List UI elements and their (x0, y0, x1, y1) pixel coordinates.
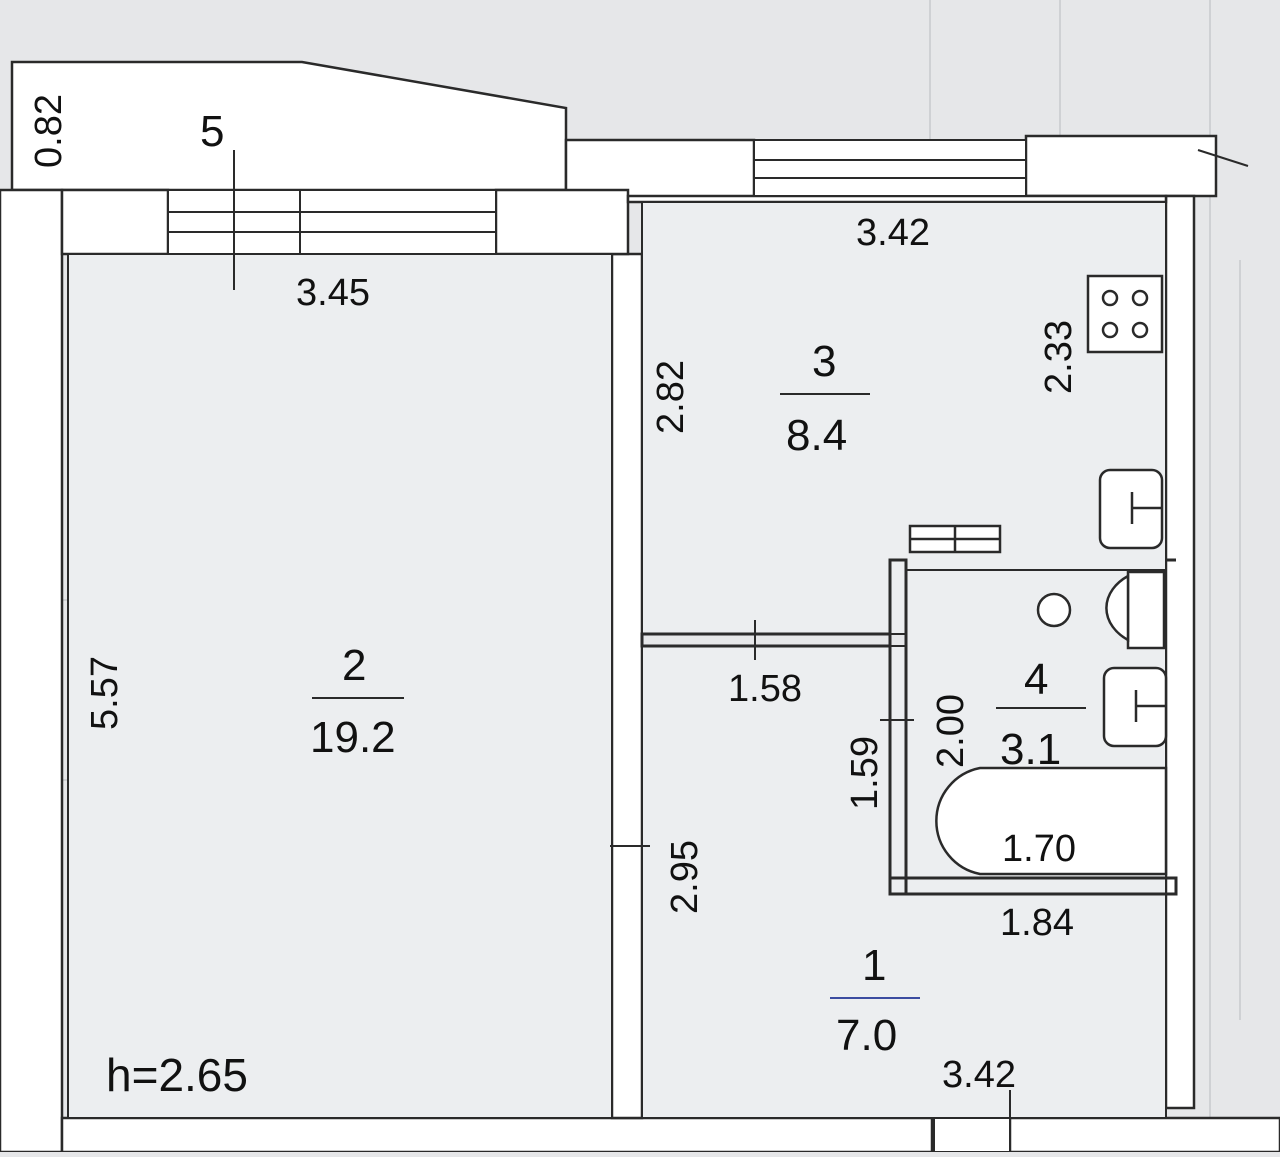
bottom-wall (60, 1116, 934, 1154)
room3-width: 3.42 (856, 212, 930, 254)
bath-side-length: 1.59 (844, 736, 886, 810)
room4-number: 4 (1024, 655, 1049, 704)
tub-length: 1.70 (1002, 828, 1076, 870)
window-room3 (753, 139, 1027, 197)
walls (0, 60, 1280, 1154)
bath-height: 2.00 (930, 694, 972, 768)
room1-area: 7.0 (836, 1011, 898, 1060)
window-room2 (167, 189, 497, 255)
bath-bottom-width: 1.84 (1000, 902, 1074, 944)
room1-bottom-width: 3.42 (942, 1054, 1016, 1096)
room2-number: 2 (342, 641, 367, 690)
balcony-depth: 0.82 (28, 94, 70, 168)
left-wall (0, 188, 64, 1154)
room2-width: 3.45 (296, 272, 370, 314)
bathtub (935, 766, 1168, 876)
room3-number: 3 (812, 337, 837, 386)
windows (167, 139, 1027, 1153)
balcony-number: 5 (200, 107, 225, 156)
room1-number: 1 (862, 941, 887, 990)
inner-walls (640, 558, 1178, 896)
room3-area: 8.4 (786, 411, 848, 460)
room3-floor (641, 201, 1167, 635)
stove (1086, 274, 1164, 354)
room2-top-wall-right (494, 188, 630, 256)
room4-area: 3.1 (1000, 725, 1062, 774)
fixtures (908, 274, 1168, 876)
ceiling-height: h=2.65 (106, 1049, 248, 1101)
room2-length: 5.57 (84, 656, 126, 730)
bottom-wall-right (1008, 1116, 1280, 1154)
room2-floor (67, 253, 613, 1119)
corridor-width: 1.58 (728, 668, 802, 710)
entrance-door (933, 1117, 1011, 1153)
room3-left-length: 2.82 (650, 360, 692, 434)
toilet-tank (1126, 570, 1166, 650)
toilet-bowl (1105, 573, 1130, 643)
partition-wall (610, 252, 644, 1120)
dimension-lines (233, 149, 1249, 1150)
room2-top-wall-left (60, 188, 170, 256)
rooms (67, 201, 1167, 1119)
room2-area: 19.2 (310, 713, 396, 762)
right-wall (1164, 194, 1196, 1110)
balcony-slab (10, 60, 568, 192)
room3-right-length: 2.33 (1038, 320, 1080, 394)
top-wall-right (1024, 134, 1218, 198)
room1-left-length: 2.95 (664, 840, 706, 914)
